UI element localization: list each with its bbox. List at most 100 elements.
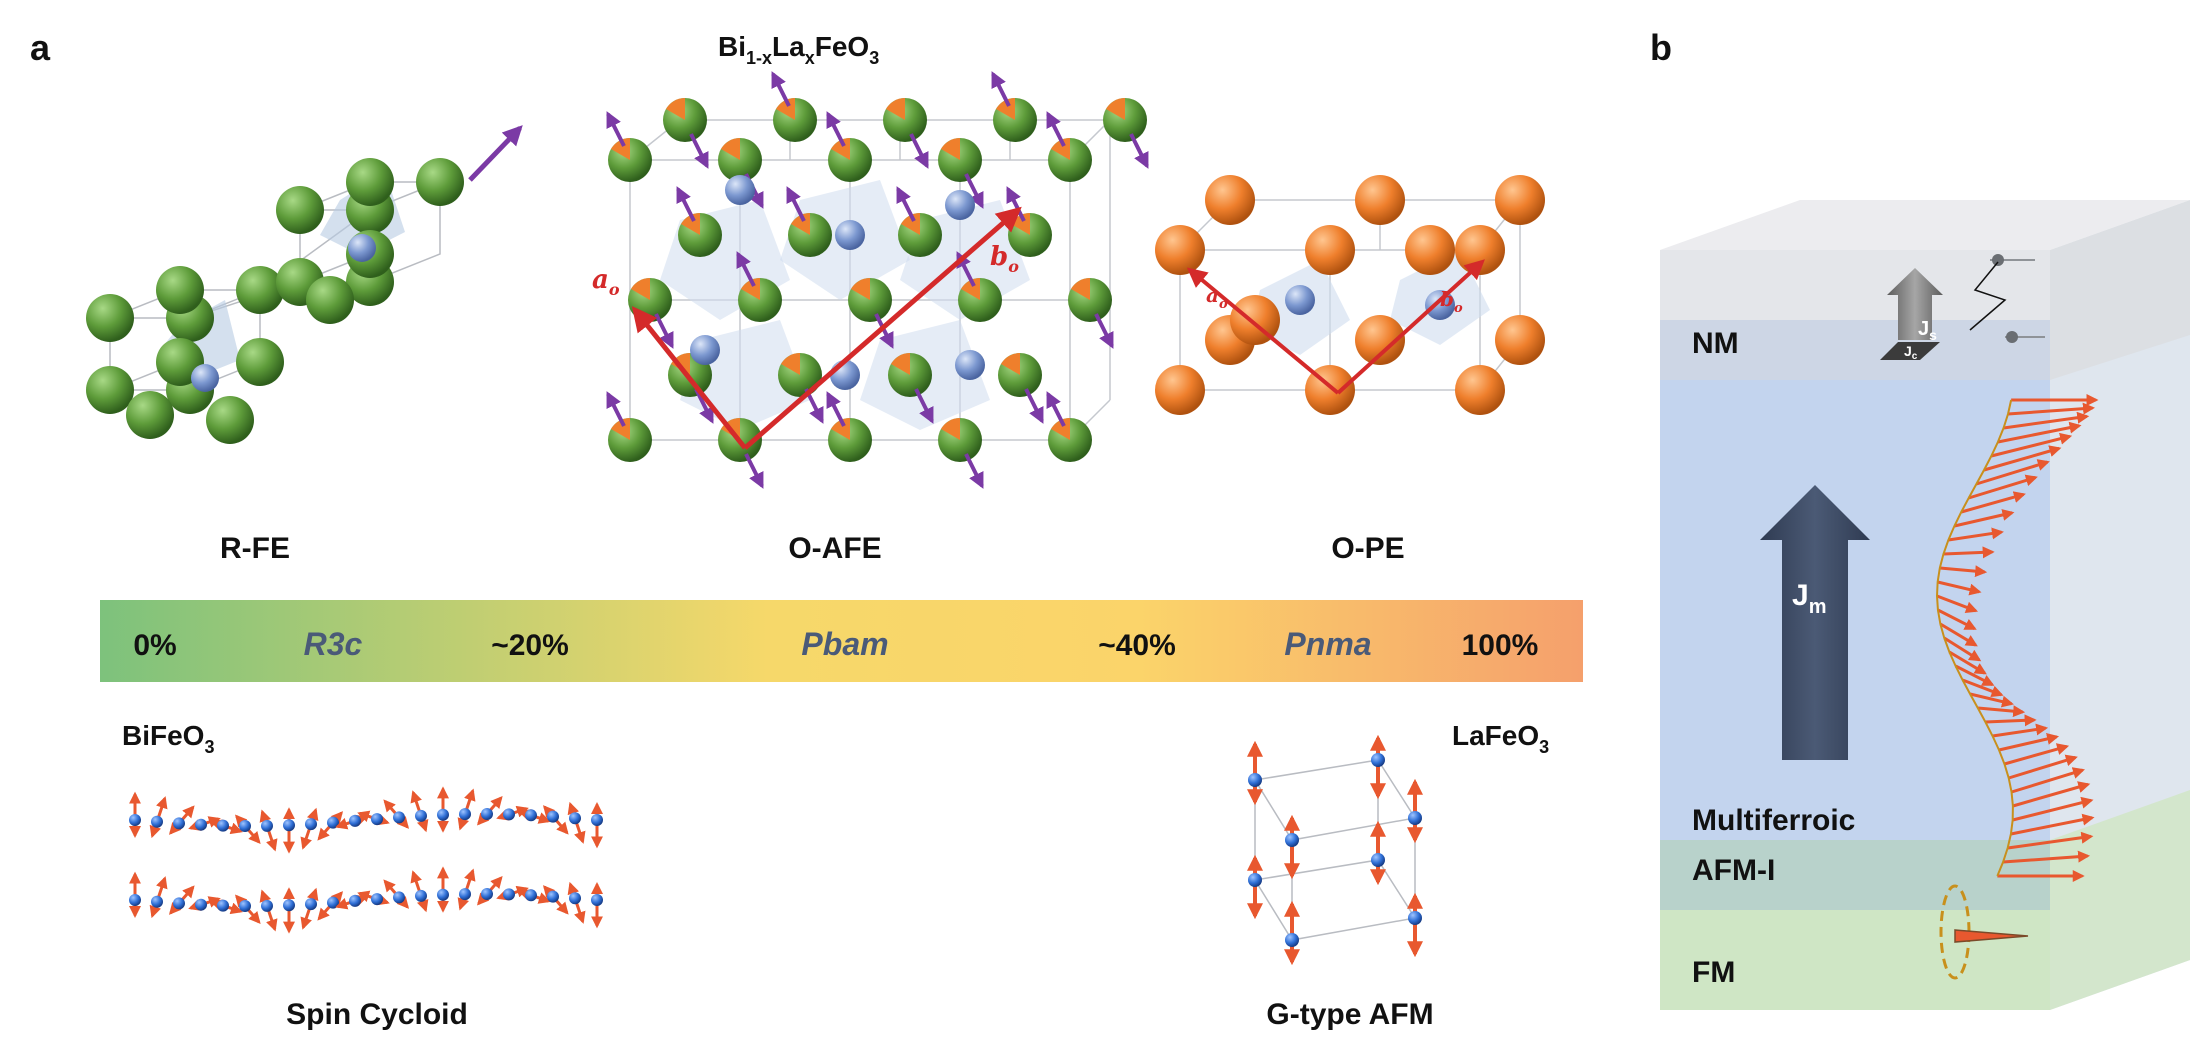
la-atom-ope-3 xyxy=(1205,175,1255,225)
la-atom-ope-1 xyxy=(1305,225,1355,275)
wave-spin-15 xyxy=(1937,608,1977,631)
cycloid-fe-0-8 xyxy=(305,818,317,831)
phase-label-r-fe: R-FE xyxy=(220,532,290,565)
o-afe-label-b: bo xyxy=(990,242,1019,276)
doping-bar-gradient xyxy=(100,600,1583,682)
la-wedge-oafe-27 xyxy=(1001,353,1020,375)
moment-oafe-15 xyxy=(689,133,709,169)
formula-title: Bi1-xLaxFeO3 xyxy=(718,31,879,68)
moment-oafe-11 xyxy=(744,453,764,489)
o-afe-lattice-vectors: ao bo xyxy=(592,206,1022,450)
la-wedge-oafe-10 xyxy=(611,418,630,440)
wave-spin-16 xyxy=(1939,622,1978,647)
wave-spin-7 xyxy=(1968,474,2038,500)
moment-oafe-25 xyxy=(914,388,934,424)
fe-atom-oafe-1 xyxy=(835,220,865,250)
cycloid-fe-1-9 xyxy=(327,896,339,909)
wave-spin-30 xyxy=(2012,796,2094,822)
o-pe-vector-b xyxy=(1336,259,1485,395)
o-afe-vector-b xyxy=(743,206,1022,450)
doping-tick-0: 0% xyxy=(133,629,176,662)
moment-oafe-14 xyxy=(1046,391,1066,427)
wave-spin-14 xyxy=(1936,594,1978,613)
la-wedge-oafe-4 xyxy=(1051,138,1070,160)
wave-spin-22 xyxy=(1977,705,2026,718)
wave-spin-26 xyxy=(2004,743,2070,766)
moment-oafe-12 xyxy=(826,391,846,427)
cycloid-fe-1-2 xyxy=(173,897,185,910)
la-wedge-oafe-20 xyxy=(681,213,700,235)
cycloid-fe-0-5 xyxy=(239,819,251,832)
la-atom-ope-0 xyxy=(1155,225,1205,275)
bi-atom-rfe-8 xyxy=(126,391,174,439)
bi-atom-rfe-4 xyxy=(86,366,134,414)
la-wedge-oafe-0 xyxy=(611,138,630,160)
bi-atom-rfe-13 xyxy=(416,158,464,206)
wave-spin-5 xyxy=(1983,445,2062,472)
la-atom-ope-13 xyxy=(1405,225,1455,275)
cycloid-fe-0-15 xyxy=(459,808,471,821)
doping-tick-40: ~40% xyxy=(1098,629,1176,662)
cycloid-fe-1-8 xyxy=(305,898,317,911)
moment-oafe-13 xyxy=(964,453,984,489)
cycloid-fe-0-9 xyxy=(327,816,339,829)
cycloid-fe-1-21 xyxy=(591,894,603,906)
bi-atom-rfe-7 xyxy=(236,338,284,386)
wave-spin-17 xyxy=(1943,636,1982,662)
g-type-afm-label: G-type AFM xyxy=(1266,998,1433,1031)
bi-atom-rfe-3 xyxy=(236,266,284,314)
la-atom-ope-10 xyxy=(1355,315,1405,365)
fe-atom-ope-2 xyxy=(1425,290,1455,320)
wave-spin-8 xyxy=(1960,491,2026,514)
wave-spin-11 xyxy=(1943,546,1995,559)
atoms-layer xyxy=(86,71,1545,489)
la-wedge-oafe-9 xyxy=(1071,278,1090,300)
wave-spin-33 xyxy=(2002,850,2091,864)
bi-atom-rfe-12 xyxy=(346,158,394,206)
g-type-afm-diagram xyxy=(1247,734,1423,966)
wave-spin-24 xyxy=(1992,723,2049,738)
g-type-fe-4 xyxy=(1248,873,1262,887)
o-pe-lattice-vectors: ao bo xyxy=(1186,259,1485,395)
la-atom-ope-2 xyxy=(1455,225,1505,275)
magnon-current-arrow xyxy=(1760,485,1870,760)
bi-atom-rfe-9 xyxy=(206,396,254,444)
nm-electron-path xyxy=(1969,261,2007,331)
la-atom-ope-4 xyxy=(1355,175,1405,225)
g-type-fe-1 xyxy=(1371,753,1385,767)
moment-oafe-20 xyxy=(676,186,696,222)
moment-oafe-27 xyxy=(1024,388,1044,424)
panel-b-label: b xyxy=(1650,27,1672,68)
cycloid-fe-1-0 xyxy=(129,894,141,906)
g-type-fe-7 xyxy=(1285,933,1299,947)
fm-layer xyxy=(1660,910,2050,1010)
wave-envelope xyxy=(1936,399,2014,877)
moment-oafe-10 xyxy=(606,391,626,427)
cycloid-fe-0-21 xyxy=(591,814,603,826)
la-wedge-oafe-1 xyxy=(721,138,740,160)
wave-spin-10 xyxy=(1948,527,2004,542)
fm-magnetization-arrow xyxy=(1954,929,2029,943)
la-wedge-oafe-6 xyxy=(741,278,760,300)
wave-spin-32 xyxy=(2007,831,2094,850)
cycloid-fe-1-12 xyxy=(393,891,405,904)
afm-i-layer xyxy=(1660,380,2050,840)
cycloid-fe-0-14 xyxy=(437,808,449,821)
bifeo3-label: BiFeO3 xyxy=(122,720,214,757)
moment-oafe-22 xyxy=(786,186,806,222)
cycloid-fe-0-2 xyxy=(173,817,185,830)
afm-fm-interface xyxy=(1660,840,2050,910)
la-wedge-oafe-14 xyxy=(1051,418,1070,440)
cycloid-fe-0-13 xyxy=(415,809,427,822)
g-type-cell-lines xyxy=(1253,759,1417,941)
cycloid-fe-0-12 xyxy=(393,811,405,824)
o-pe-label-b: bo xyxy=(1440,287,1463,316)
cycloid-fe-1-19 xyxy=(547,890,559,903)
moment-oafe-4 xyxy=(1046,111,1066,147)
doping-tick-20: ~20% xyxy=(491,629,569,662)
la-wedge-oafe-3 xyxy=(941,138,960,160)
layer-label-fm: FM xyxy=(1692,956,1735,989)
cycloid-fe-1-3 xyxy=(195,898,207,911)
moment-oafe-21 xyxy=(694,388,714,424)
layer-label-afm-i: AFM-I xyxy=(1692,854,1775,887)
